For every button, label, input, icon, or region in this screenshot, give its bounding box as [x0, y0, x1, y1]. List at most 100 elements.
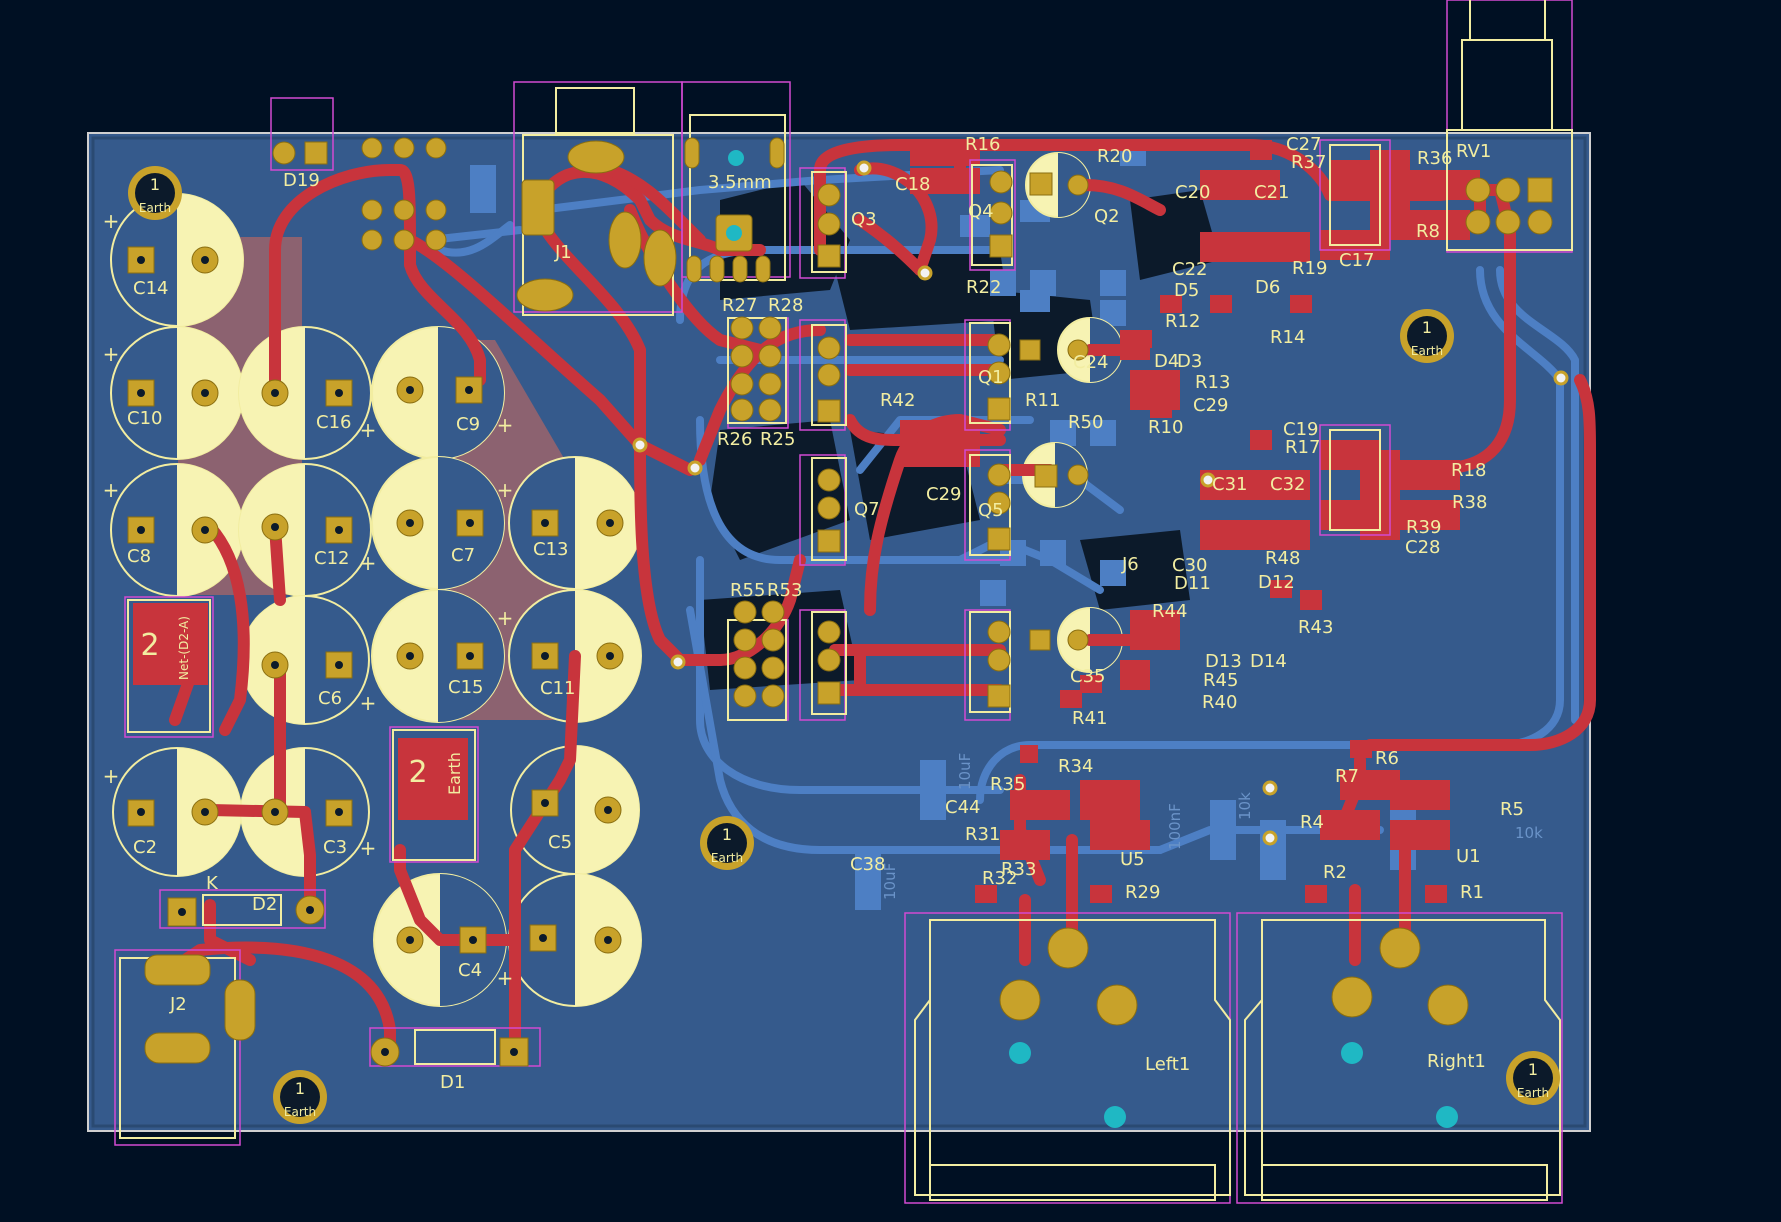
ref-label: R50 — [1068, 412, 1103, 433]
svg-text:10k: 10k — [1515, 824, 1543, 842]
ref-label: C15 — [448, 677, 483, 698]
svg-text:+: + — [360, 836, 377, 860]
small-capacitors — [1022, 152, 1123, 673]
mh-net: Earth — [1411, 344, 1443, 358]
ref-label: D2 — [252, 894, 277, 915]
svg-text:+: + — [497, 966, 514, 990]
ref-label: U5 — [1120, 849, 1145, 870]
svg-text:+: + — [360, 551, 377, 575]
ref-label: R7 — [1335, 766, 1359, 787]
ref-label: R41 — [1072, 708, 1107, 729]
ref-label: RV1 — [1456, 141, 1491, 162]
mh-net: Earth — [139, 201, 171, 215]
ref-label: Q3 — [851, 209, 877, 230]
mh-pad: 1 — [722, 825, 732, 844]
ref-label: R38 — [1452, 492, 1487, 513]
ref-label: R48 — [1265, 548, 1300, 569]
silkscreen-outlines — [119, 0, 1573, 1201]
mh-pad: 1 — [1528, 1060, 1538, 1079]
ref-label: R14 — [1270, 327, 1305, 348]
ref-label: R43 — [1298, 617, 1333, 638]
mh-net: Earth — [284, 1105, 316, 1119]
d2a-pad-number: 2 — [140, 628, 159, 663]
ref-label: C29 — [1193, 395, 1228, 416]
ref-label: R5 — [1500, 799, 1524, 820]
svg-text:+: + — [103, 478, 120, 502]
ref-label: C27 — [1286, 134, 1321, 155]
ref-label: C12 — [314, 548, 349, 569]
svg-text:+: + — [497, 413, 514, 437]
ref-label: R32 — [982, 868, 1017, 889]
ref-label: D1 — [440, 1072, 465, 1093]
ref-label: R18 — [1451, 460, 1486, 481]
ref-label: R29 — [1125, 882, 1160, 903]
ref-label: D19 — [283, 170, 320, 191]
ref-label: R37 — [1291, 152, 1326, 173]
ref-label: J2 — [169, 994, 187, 1015]
ref-label: R35 — [990, 774, 1025, 795]
through-hole-pads — [127, 137, 1553, 1067]
svg-text:10uF: 10uF — [956, 753, 974, 790]
ref-label: R8 — [1416, 221, 1440, 242]
ref-label: C28 — [1405, 537, 1440, 558]
mh-net: Earth — [711, 851, 743, 865]
pad-holes — [137, 256, 614, 1056]
ref-label: C4 — [458, 960, 482, 981]
ref-label: Q2 — [1094, 206, 1120, 227]
ref-label: D5 — [1174, 280, 1199, 301]
ref-label: C44 — [945, 797, 980, 818]
ref-label: C30 — [1172, 555, 1207, 576]
mh-pad: 1 — [150, 175, 160, 194]
ref-label: R17 — [1285, 437, 1320, 458]
ref-label: C2 — [133, 837, 157, 858]
ref-label: C21 — [1254, 182, 1289, 203]
ref-label: R12 — [1165, 311, 1200, 332]
ref-label: D11 — [1174, 573, 1211, 594]
ref-label: 3.5mm — [708, 172, 772, 193]
ref-label: C29 — [926, 484, 961, 505]
svg-text:100nF: 100nF — [1166, 803, 1184, 850]
ref-label: C35 — [1070, 666, 1105, 687]
ref-label: R45 — [1203, 670, 1238, 691]
ref-label: R39 — [1406, 517, 1441, 538]
ref-label: R13 — [1195, 372, 1230, 393]
ref-label: C19 — [1283, 419, 1318, 440]
ref-label: R40 — [1202, 692, 1237, 713]
ref-label: C10 — [127, 408, 162, 429]
svg-text:+: + — [103, 764, 120, 788]
ref-label: J1 — [554, 242, 572, 263]
ref-label: U1 — [1456, 846, 1481, 867]
ref-label: R36 — [1417, 148, 1452, 169]
ref-label: Left1 — [1145, 1054, 1190, 1075]
ref-label: C20 — [1175, 182, 1210, 203]
ref-label: R28 — [768, 295, 803, 316]
ref-label: Q7 — [854, 499, 880, 520]
ref-label: Q4 — [968, 201, 994, 222]
vias — [632, 160, 1569, 846]
ref-label: K — [206, 873, 219, 894]
ref-label: R10 — [1148, 417, 1183, 438]
svg-text:+: + — [360, 691, 377, 715]
ref-label: C8 — [127, 546, 151, 567]
ref-label: C13 — [533, 539, 568, 560]
u4-net-name: Earth — [445, 752, 464, 795]
ref-label: R22 — [966, 277, 1001, 298]
d2a-net-name: Net-(D2-A) — [177, 616, 191, 680]
drill-holes — [726, 150, 1458, 1128]
ref-label: R55 — [730, 580, 765, 601]
ref-label: R19 — [1292, 258, 1327, 279]
ref-label: R26 — [717, 429, 752, 450]
svg-text:+: + — [497, 478, 514, 502]
ref-label: R16 — [965, 134, 1000, 155]
ref-label: Q5 — [978, 500, 1004, 521]
ref-label: C17 — [1339, 250, 1374, 271]
ref-label: C9 — [456, 414, 480, 435]
ref-label: J6 — [1121, 554, 1139, 575]
ref-label: D6 — [1255, 277, 1280, 298]
ref-label: C3 — [323, 837, 347, 858]
svg-text:+: + — [103, 342, 120, 366]
ref-label: D14 — [1250, 651, 1287, 672]
ref-label: D13 — [1205, 651, 1242, 672]
